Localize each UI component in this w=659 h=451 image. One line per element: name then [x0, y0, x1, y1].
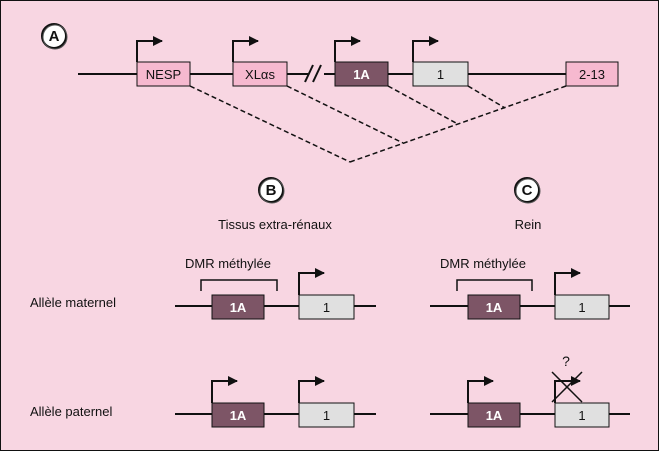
exon-xlas-label: XLαs	[245, 67, 275, 82]
paternal-b-exon-1a: 1A	[211, 402, 265, 428]
promoter-arrow-icon	[232, 36, 259, 62]
panel-c-badge-label: C	[522, 182, 533, 199]
exon-1-label: 1	[323, 408, 330, 423]
exon-1a-label: 1A	[486, 408, 503, 423]
paternal-c-exon-1: 1	[554, 402, 610, 428]
panel-a-badge: A	[41, 23, 68, 50]
dmr-bracket	[456, 279, 533, 291]
panel-b-badge-label: B	[266, 182, 277, 199]
promoter-arrow-icon	[412, 36, 439, 62]
splice-xlas-left	[286, 85, 404, 144]
exon-1a-label: 1A	[230, 408, 247, 423]
exon-xlas: XLαs	[232, 61, 288, 87]
promoter-arrow-icon	[136, 36, 163, 62]
exon-1-label: 1	[437, 67, 444, 82]
panel-c: C Rein DMR méthylée 1A 1 1A 1	[430, 177, 630, 428]
maternal-b-exon-1: 1	[298, 294, 355, 320]
panel-a-badge-label: A	[49, 28, 60, 45]
exon-nesp-label: NESP	[146, 67, 181, 82]
row-label-maternal: Allèle maternel	[30, 295, 116, 310]
exon-1-label: 1	[578, 408, 585, 423]
exon-2-13-label: 2-13	[579, 67, 605, 82]
maternal-c-exon-1: 1	[554, 294, 610, 320]
exon-1a-label: 1A	[353, 67, 370, 82]
panel-b: B Tissus extra-rénaux DMR méthylée 1A 1 …	[175, 177, 376, 428]
promoter-arrow-icon	[211, 376, 238, 403]
blocked-cross-icon	[551, 371, 583, 403]
promoter-arrow-icon	[334, 36, 361, 62]
dmr-bracket	[200, 279, 278, 291]
promoter-arrow-icon	[467, 376, 494, 403]
panel-c-badge: C	[514, 177, 541, 204]
splice-1a-left	[387, 85, 457, 124]
paternal-c-exon-1a: 1A	[467, 402, 521, 428]
row-label-paternal: Allèle paternel	[30, 404, 112, 419]
exon-1a-label: 1A	[486, 300, 503, 315]
panel-c-dmr-label: DMR méthylée	[440, 256, 526, 271]
splice-1-left	[467, 85, 506, 109]
panel-c-title: Rein	[515, 217, 542, 232]
exon-1a-label: 1A	[230, 300, 247, 315]
exon-1: 1	[412, 61, 469, 87]
paternal-b-exon-1: 1	[298, 402, 355, 428]
exon-nesp: NESP	[136, 61, 191, 87]
question-mark: ?	[562, 353, 570, 369]
splice-nesp-left	[189, 85, 351, 163]
panel-b-dmr-label: DMR méthylée	[185, 256, 271, 271]
promoter-arrow-icon	[554, 376, 581, 403]
panel-b-badge: B	[258, 177, 285, 204]
maternal-b-exon-1a: 1A	[211, 294, 265, 320]
panel-b-title: Tissus extra-rénaux	[218, 217, 332, 232]
splice-nesp-right	[349, 85, 567, 163]
maternal-c-exon-1a: 1A	[467, 294, 521, 320]
exon-1-label: 1	[323, 300, 330, 315]
promoter-arrow-icon	[298, 376, 325, 403]
line-break-icon	[304, 64, 322, 83]
exon-1-label: 1	[578, 300, 585, 315]
exon-2-13: 2-13	[565, 61, 619, 87]
promoter-arrow-icon	[554, 268, 581, 295]
panel-a: A NESP XLαs 1A	[41, 23, 619, 163]
splicing-lines	[189, 85, 567, 163]
promoter-arrow-icon	[298, 268, 325, 295]
exon-1a: 1A	[334, 61, 389, 87]
